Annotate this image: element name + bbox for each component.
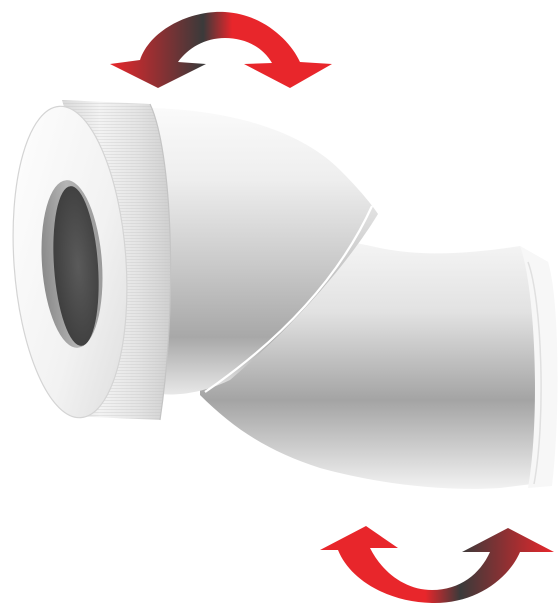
rotation-arrow-bottom — [320, 526, 554, 603]
pipe-fitting — [3, 100, 557, 489]
rotation-arrow-top — [110, 12, 332, 88]
